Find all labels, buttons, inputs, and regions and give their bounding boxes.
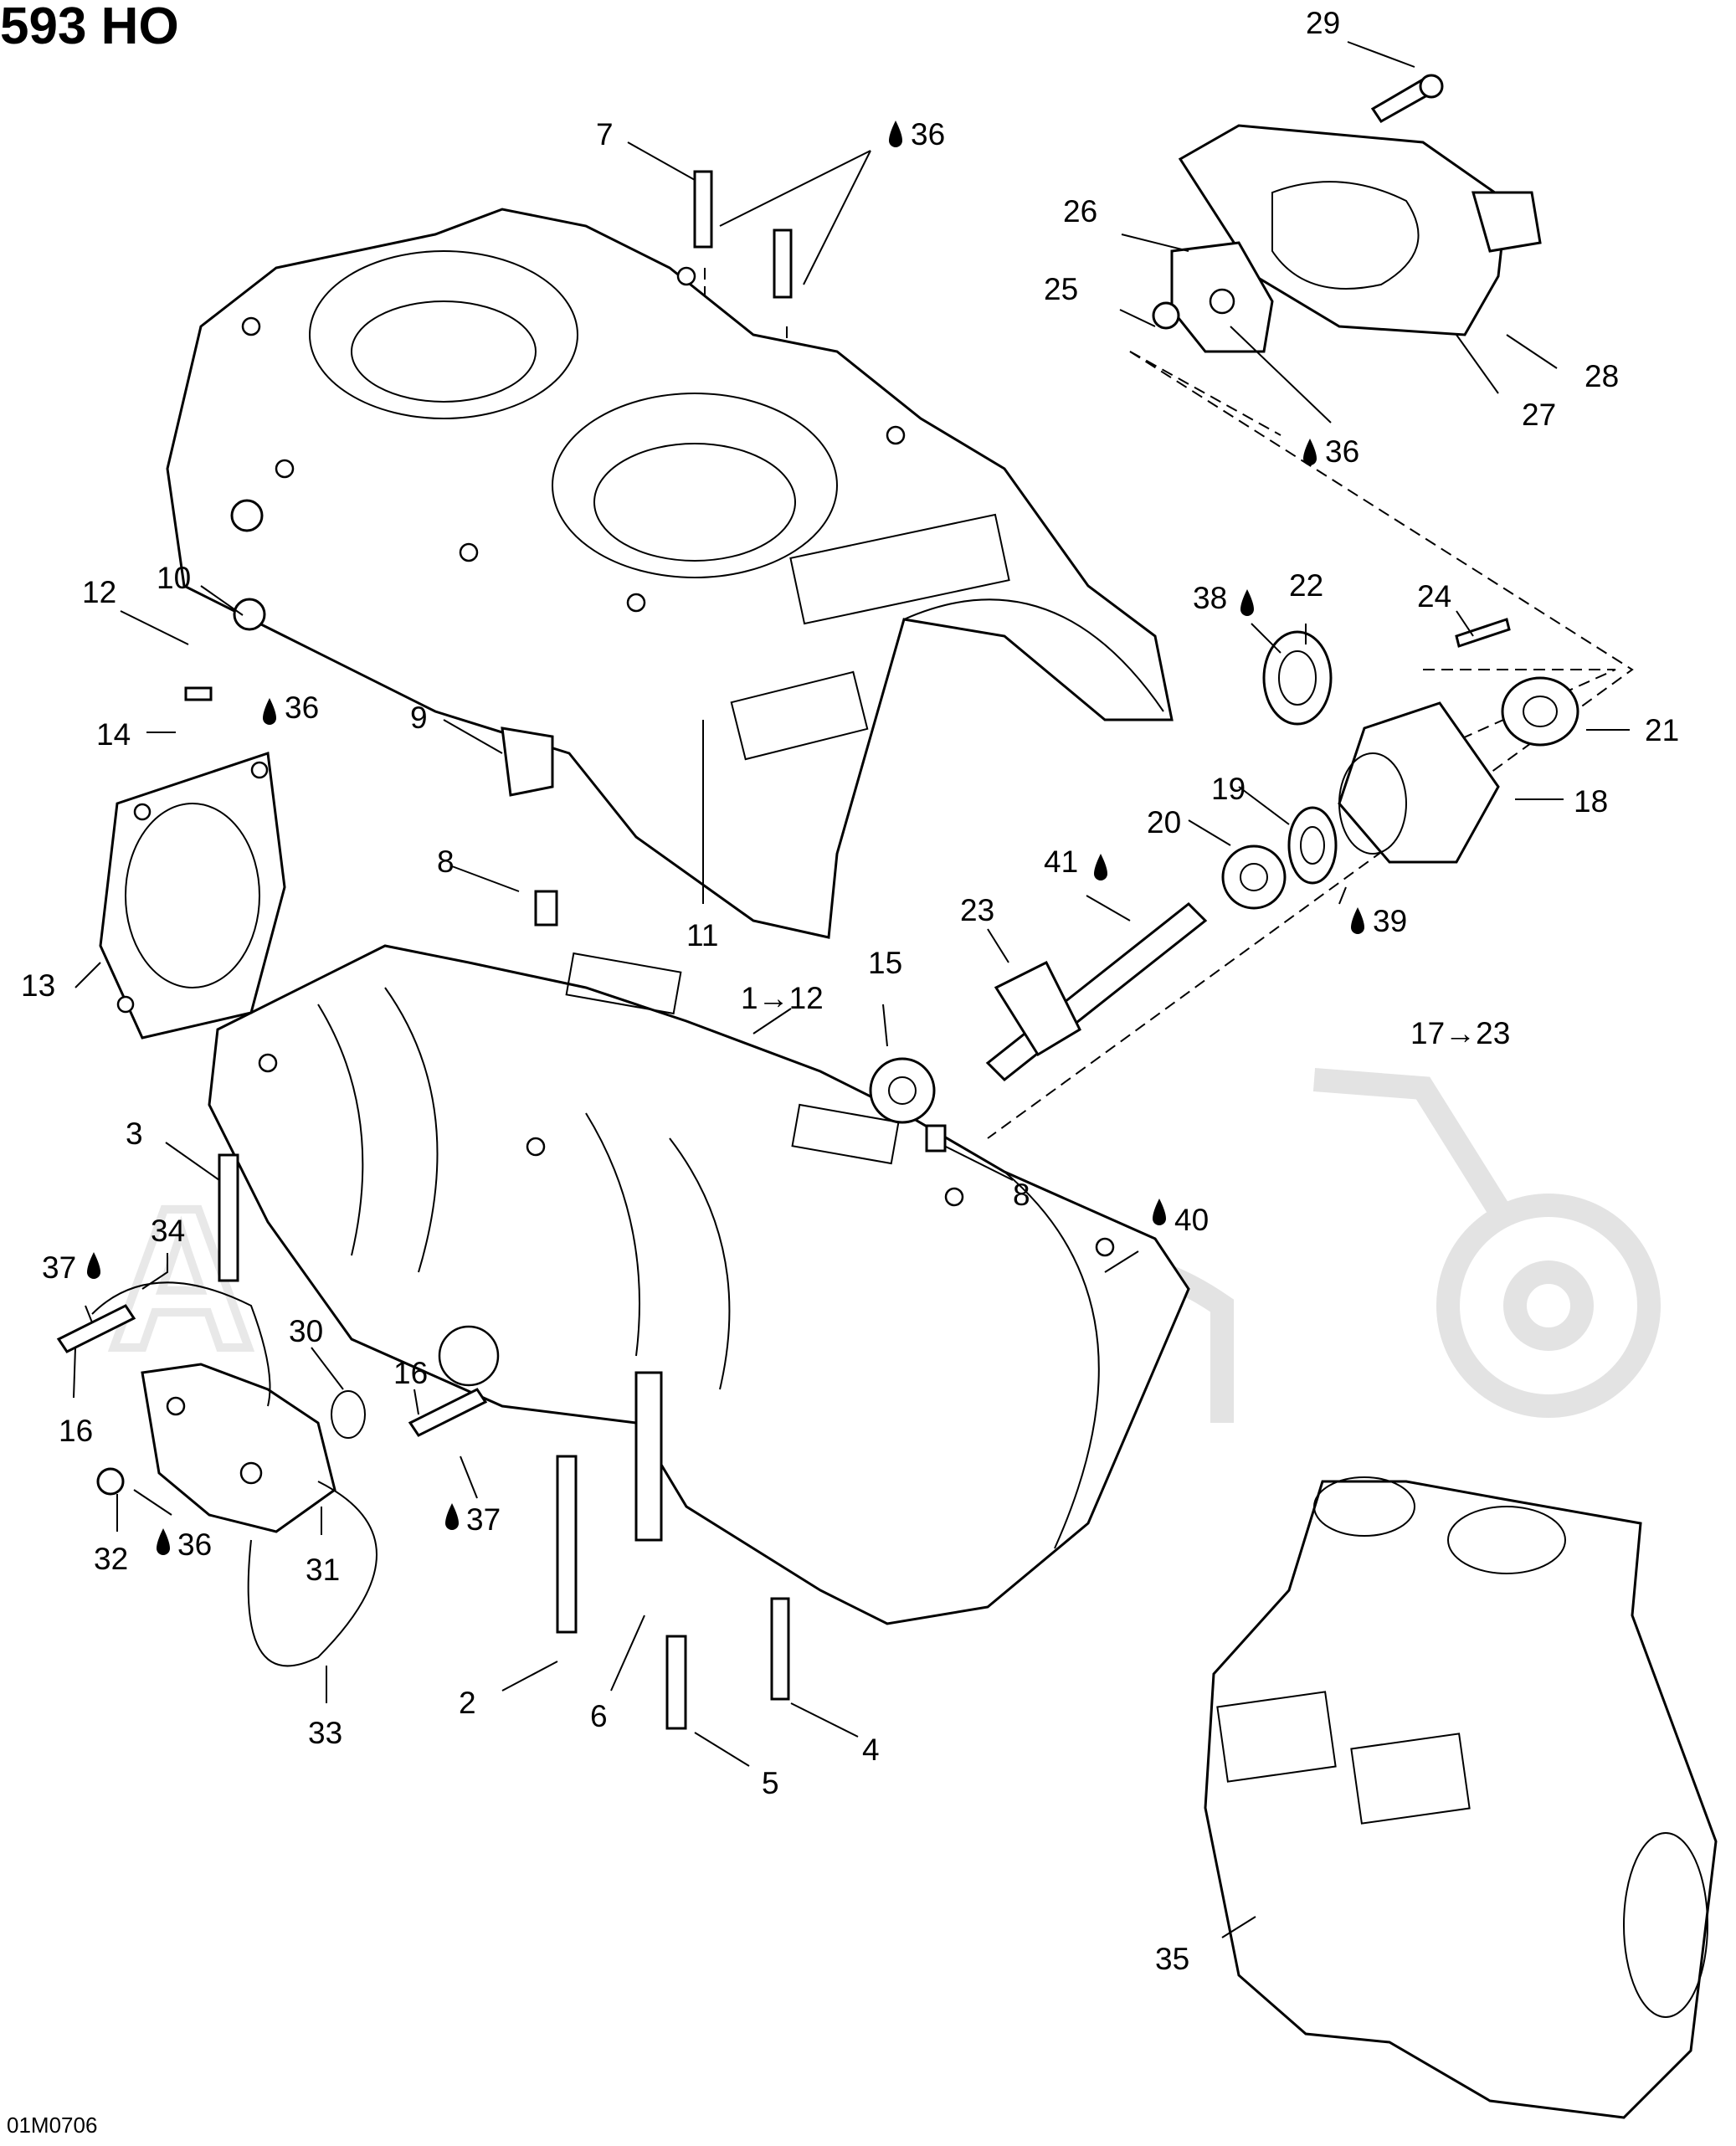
pump-housing-group xyxy=(1152,74,1542,353)
callout-41: 41 xyxy=(1044,845,1078,879)
leader-lines xyxy=(73,41,1630,1938)
callout-19: 19 xyxy=(1211,772,1246,806)
callout-20: 20 xyxy=(1147,805,1181,839)
assembled-engine-inset xyxy=(1204,1476,1718,2119)
callout-36-bottom: 36 xyxy=(177,1527,212,1562)
grease-drop-icon xyxy=(445,1503,459,1530)
callout-25: 25 xyxy=(1044,272,1078,306)
end-cover-13 xyxy=(99,751,286,1040)
lower-crankcase xyxy=(208,944,1190,1625)
callout-4: 4 xyxy=(862,1733,880,1767)
fasteners xyxy=(184,170,947,1730)
grease-drop-icon xyxy=(1094,854,1107,880)
callout-labels: 29 7 36 26 25 28 27 36 10 12 38 22 24 14… xyxy=(21,6,1679,1976)
callout-7: 7 xyxy=(596,117,614,151)
shaft-assembly xyxy=(869,618,1579,1124)
callout-26: 26 xyxy=(1063,194,1097,228)
callout-1-to-12: 1→12 xyxy=(741,981,824,1015)
oil-pump-group xyxy=(56,1281,488,1667)
grease-drop-icon xyxy=(1153,1199,1166,1225)
callout-37-right: 37 xyxy=(466,1502,501,1537)
callout-27: 27 xyxy=(1522,398,1556,432)
callout-2: 2 xyxy=(459,1686,476,1720)
grease-drop-icon xyxy=(157,1528,170,1555)
grease-drop-icon xyxy=(1351,907,1364,934)
callout-23: 23 xyxy=(960,893,994,927)
callout-12: 12 xyxy=(82,575,116,609)
callout-40: 40 xyxy=(1174,1203,1209,1237)
grease-drop-icon xyxy=(87,1252,100,1279)
callout-6: 6 xyxy=(590,1699,608,1733)
callout-24: 24 xyxy=(1417,579,1451,614)
page-title: 593 HO xyxy=(0,0,179,55)
callout-8-lower: 8 xyxy=(1013,1178,1030,1212)
callout-3: 3 xyxy=(126,1117,143,1151)
callout-5: 5 xyxy=(762,1766,779,1800)
callout-9: 9 xyxy=(410,701,428,735)
callout-11: 11 xyxy=(686,918,718,952)
callout-30: 30 xyxy=(289,1314,323,1348)
grease-drop-icon xyxy=(263,698,276,725)
callout-33: 33 xyxy=(308,1716,342,1750)
callout-28: 28 xyxy=(1584,359,1619,393)
callout-32: 32 xyxy=(94,1542,128,1576)
callout-31: 31 xyxy=(306,1553,340,1587)
callout-38: 38 xyxy=(1193,581,1227,615)
grease-drop-icons xyxy=(87,121,1364,1555)
callout-22: 22 xyxy=(1289,568,1323,603)
callout-14: 14 xyxy=(96,717,131,752)
callout-16-right: 16 xyxy=(393,1356,428,1390)
figure-code: 01M0706 xyxy=(7,2113,97,2138)
callout-8-upper: 8 xyxy=(437,845,455,879)
callout-36-pump: 36 xyxy=(1325,434,1359,469)
callout-17-to-23: 17→23 xyxy=(1410,1016,1510,1050)
callout-18: 18 xyxy=(1574,784,1608,819)
upper-crankcase xyxy=(166,208,1174,939)
callout-39: 39 xyxy=(1373,904,1407,938)
callout-36-top: 36 xyxy=(911,117,945,151)
callout-35: 35 xyxy=(1155,1942,1189,1976)
callout-37-left: 37 xyxy=(42,1250,76,1285)
callout-36-left: 36 xyxy=(285,691,319,725)
grease-drop-icon xyxy=(1240,589,1254,616)
grease-drop-icon xyxy=(889,121,902,147)
callout-15: 15 xyxy=(868,946,902,980)
callout-29: 29 xyxy=(1306,6,1340,40)
callout-13: 13 xyxy=(21,968,55,1003)
callout-10: 10 xyxy=(157,561,191,595)
callout-34: 34 xyxy=(151,1214,185,1248)
callout-16-left: 16 xyxy=(59,1414,93,1448)
callout-21: 21 xyxy=(1645,713,1679,747)
grease-drop-icon xyxy=(1303,439,1317,465)
